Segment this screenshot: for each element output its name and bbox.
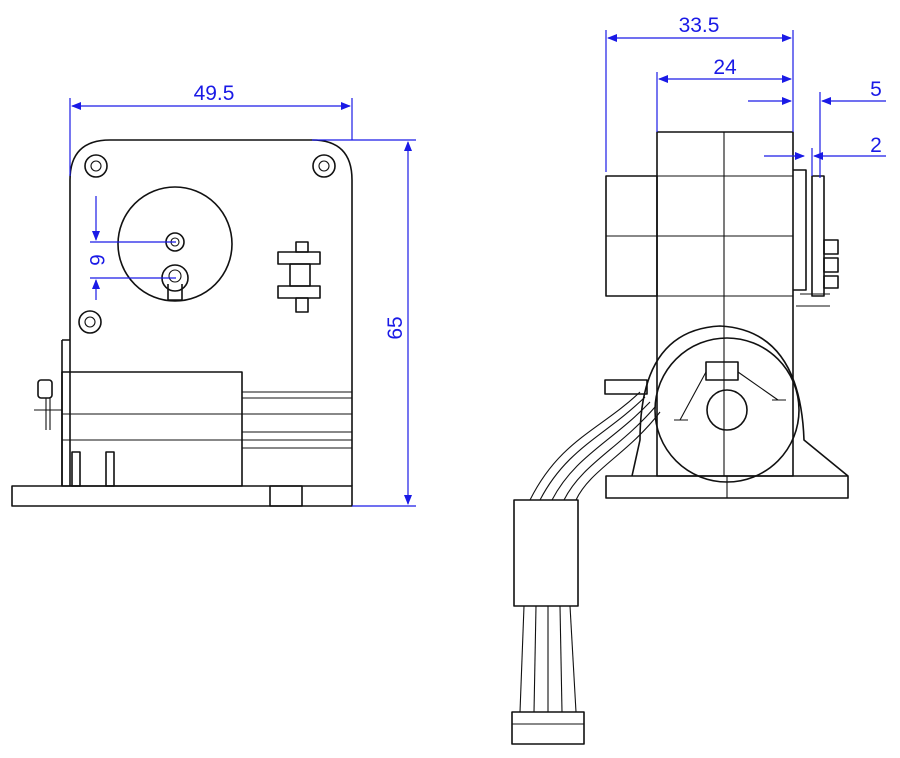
dim-front-height: 65 bbox=[312, 139, 416, 507]
mount-hole-top-left-inner bbox=[90, 160, 102, 172]
side-motor-body bbox=[654, 337, 800, 483]
side-upper-housing bbox=[656, 131, 794, 477]
dim-front-hole-spacing: 6 bbox=[85, 196, 176, 300]
side-cable-lower bbox=[519, 605, 577, 713]
front-main-plate bbox=[69, 139, 353, 486]
front-base-plate bbox=[11, 485, 353, 507]
dim-side-gap-outer-label: 5 bbox=[870, 78, 882, 101]
dim-front-width: 49.5 bbox=[69, 82, 353, 176]
front-shaft-steps bbox=[242, 391, 352, 449]
front-base-pins bbox=[71, 451, 115, 487]
dim-front-width-label: 49.5 bbox=[194, 82, 235, 105]
side-motor-leads bbox=[674, 371, 786, 421]
dim-side-body-label: 24 bbox=[713, 56, 737, 79]
side-right-bracket bbox=[793, 169, 839, 307]
mount-hole-bottom-left-inner bbox=[84, 316, 96, 328]
side-view: 33.5 24 5 2 bbox=[511, 14, 886, 745]
dim-side-gap-outer: 5 bbox=[748, 78, 886, 178]
mount-hole-top-right-inner bbox=[318, 160, 330, 172]
front-motor-left-plate bbox=[61, 339, 70, 486]
side-motor-shaft bbox=[706, 389, 748, 431]
front-view: 49.5 65 6 bbox=[11, 82, 416, 507]
mount-hole-bottom-left bbox=[78, 310, 102, 334]
dim-side-gap-inner: 2 bbox=[764, 134, 886, 176]
dim-front-height-label: 65 bbox=[384, 316, 407, 339]
dim-side-overall: 33.5 bbox=[605, 14, 794, 172]
front-base-block bbox=[269, 485, 303, 507]
disk-lower-hole-inner bbox=[168, 269, 182, 283]
front-disk bbox=[117, 186, 233, 302]
dim-side-body: 24 bbox=[656, 56, 792, 132]
dim-side-overall-label: 33.5 bbox=[679, 14, 720, 37]
side-cable bbox=[529, 391, 661, 501]
mount-hole-top-left bbox=[84, 154, 108, 178]
dim-front-hole-spacing-label: 6 bbox=[85, 254, 108, 266]
side-motor-label bbox=[705, 361, 739, 381]
side-motor-shroud bbox=[631, 325, 849, 477]
front-left-switch bbox=[34, 379, 62, 430]
side-cable-connector bbox=[511, 711, 585, 745]
dim-side-gap-inner-label: 2 bbox=[870, 134, 882, 157]
side-wire-grommet bbox=[604, 379, 648, 395]
side-cable-sleeve bbox=[513, 499, 579, 607]
mount-hole-top-right bbox=[312, 154, 336, 178]
front-motor-block bbox=[61, 371, 243, 487]
disk-lower-slot bbox=[167, 284, 183, 301]
front-connector bbox=[277, 241, 321, 313]
